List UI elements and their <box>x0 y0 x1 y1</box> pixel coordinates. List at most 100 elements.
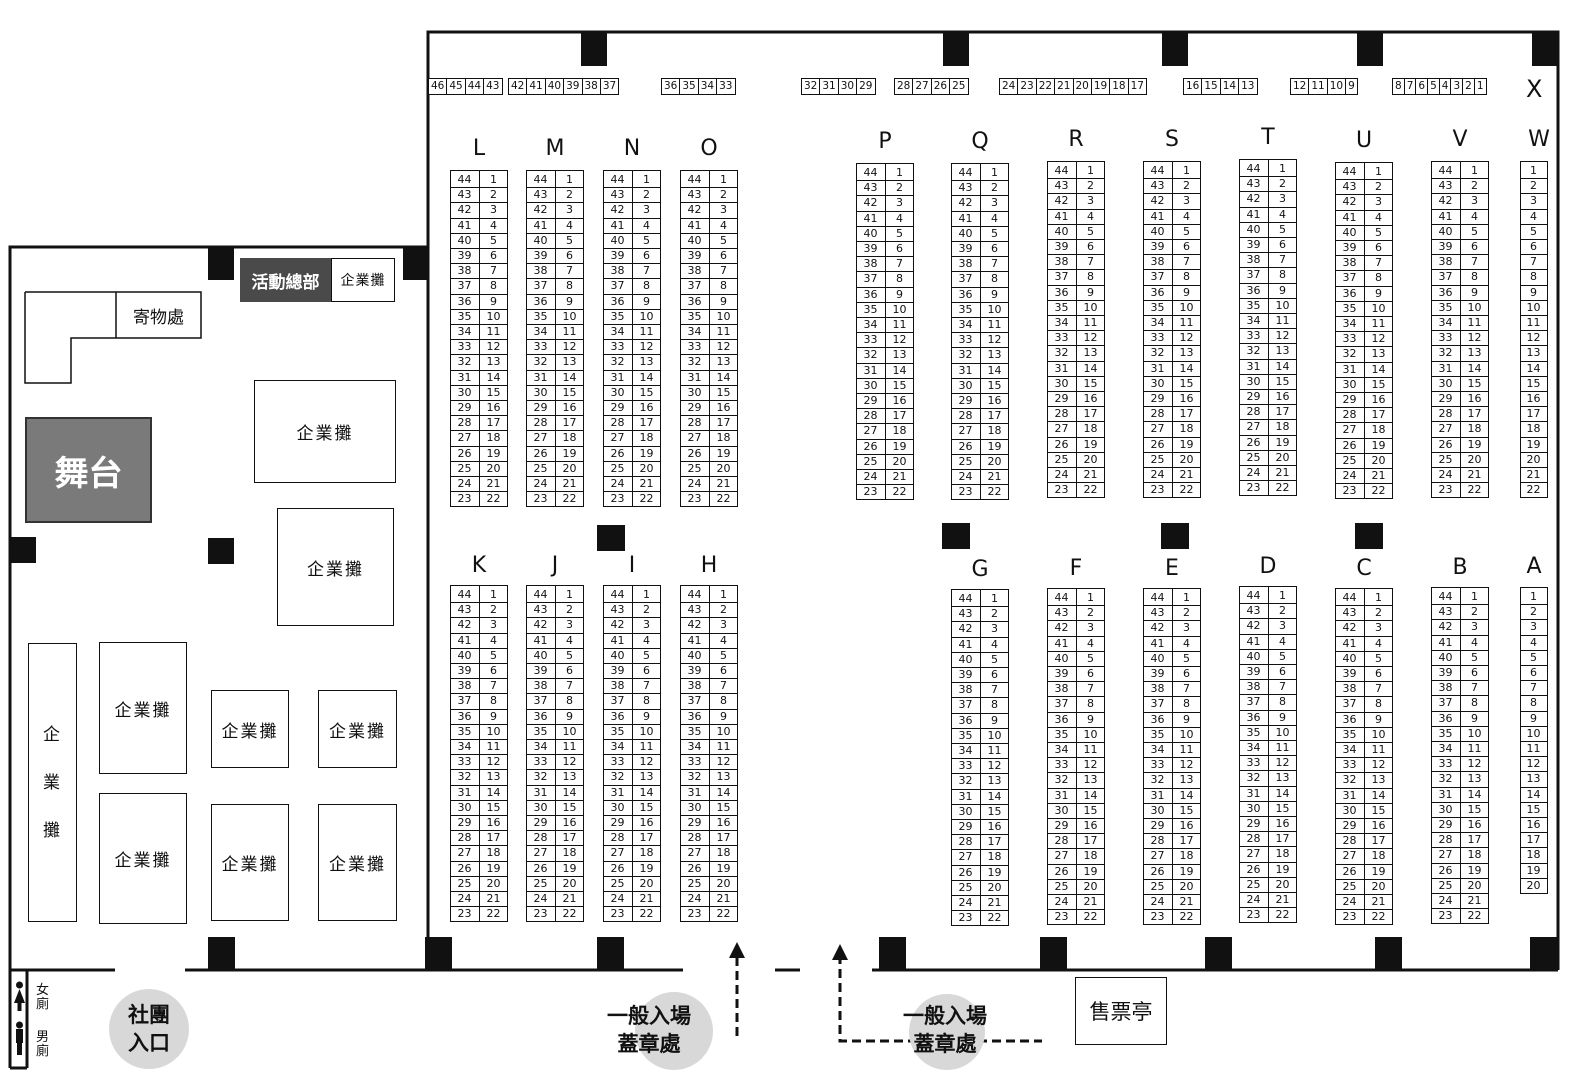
cell-divider <box>1336 848 1392 850</box>
booth-number: 31 <box>958 363 973 377</box>
booth-number: 36 <box>1150 712 1165 726</box>
general-entry-label: 一般入場 蓋章處 <box>594 1002 704 1058</box>
cell-divider <box>952 727 1008 729</box>
booth-number: 2 <box>1471 605 1478 619</box>
cell-divider <box>451 248 507 249</box>
ticket-booth: 售票亭 <box>1075 977 1167 1045</box>
booth-number: 44 <box>958 592 973 605</box>
booth-number: 32 <box>610 770 625 784</box>
booth-number: 6 <box>490 249 497 262</box>
booth-number: 17 <box>639 831 654 845</box>
booth-number: 21 <box>716 892 731 905</box>
toilet-char: 女 <box>36 983 50 998</box>
booth-number: 15 <box>562 385 577 399</box>
cell-divider <box>451 263 507 265</box>
cell-divider <box>527 875 583 877</box>
booth-number: 42 <box>457 203 472 217</box>
cell-divider <box>604 430 660 432</box>
booth-number: 23 <box>1150 910 1165 924</box>
booth-number: 22 <box>486 907 501 921</box>
cell-divider <box>952 332 1008 334</box>
booth-number: 14 <box>486 785 501 799</box>
booth-number: 34 <box>1150 316 1165 329</box>
cell-divider <box>952 682 1008 684</box>
booth-number: 18 <box>987 424 1002 438</box>
cell-divider <box>1336 878 1392 880</box>
row-letter: G <box>971 557 989 582</box>
booth-number: 11 <box>987 744 1002 757</box>
column-divider <box>1268 160 1269 496</box>
booth-number: 27 <box>457 431 472 445</box>
pillar <box>943 32 969 66</box>
cell-divider <box>527 617 583 619</box>
booth-number: 21 <box>1526 468 1541 481</box>
cell-divider <box>1336 361 1392 363</box>
booth-number: 30 <box>610 800 625 814</box>
booth-number: 1 <box>720 173 727 186</box>
booth-number: 34 <box>958 744 973 757</box>
booth-number: 26 <box>1150 864 1165 878</box>
booth-number: 42 <box>958 622 973 636</box>
booth-number: 13 <box>1526 772 1541 786</box>
booth-number: 29 <box>1246 390 1261 403</box>
booth-number: 8 <box>566 694 573 708</box>
booth-number: 27 <box>610 431 625 445</box>
cell-divider <box>681 217 737 219</box>
cell-divider <box>1336 605 1392 607</box>
booth-number: 14 <box>1467 787 1482 801</box>
cell-divider <box>1432 360 1488 362</box>
booth-number: 11 <box>1275 314 1290 327</box>
cell-divider <box>604 324 660 325</box>
cell-divider <box>1144 406 1200 408</box>
cell-divider <box>1048 345 1104 347</box>
row-letter: M <box>545 136 565 161</box>
booth-number: 42 <box>1054 194 1069 208</box>
booth-number: 34 <box>1054 316 1069 329</box>
booth-number: 41 <box>863 211 878 225</box>
booth-number: 25 <box>1150 879 1165 893</box>
cell-divider <box>1521 619 1547 621</box>
cell-divider <box>952 606 1008 608</box>
cell-divider <box>604 445 660 447</box>
cell-divider <box>681 815 737 816</box>
cell-divider <box>1336 711 1392 713</box>
cell-divider <box>1521 436 1547 438</box>
top-booth-number: 14 <box>1221 79 1240 94</box>
cell-divider <box>1048 223 1104 225</box>
booth-number: 38 <box>1438 681 1453 695</box>
booth-number: 15 <box>1179 803 1194 817</box>
booth-number: 11 <box>1083 743 1098 756</box>
booth-number: 8 <box>643 694 650 708</box>
booth-number: 3 <box>1183 194 1190 208</box>
cell-divider <box>1336 376 1392 378</box>
cell-divider <box>952 438 1008 440</box>
booth-number: 12 <box>1083 331 1098 345</box>
booth-number: 32 <box>958 774 973 788</box>
cell-divider <box>604 754 660 756</box>
booth-number: 10 <box>562 309 577 323</box>
booth-number: 24 <box>958 896 973 909</box>
booth-number: 17 <box>639 416 654 430</box>
cell-divider <box>451 723 507 725</box>
booth-number: 18 <box>1275 847 1290 861</box>
booth-number: 26 <box>1342 864 1357 878</box>
cell-divider <box>681 891 737 892</box>
cell-divider <box>1240 343 1296 345</box>
booth-number: 20 <box>1083 879 1098 893</box>
cell-divider <box>1048 482 1104 484</box>
booth-number: 3 <box>566 203 573 217</box>
cell-divider <box>1144 451 1200 453</box>
booth-number: 10 <box>562 724 577 738</box>
booth-number: 3 <box>1471 620 1478 634</box>
booth-number: 26 <box>958 865 973 879</box>
booth-number: 31 <box>1054 788 1069 802</box>
booth-number: 40 <box>610 233 625 247</box>
booth-number: 29 <box>958 394 973 407</box>
booth-number: 43 <box>533 188 548 202</box>
cell-divider <box>1240 389 1296 390</box>
booth-number: 28 <box>1342 408 1357 422</box>
booth-number: 7 <box>896 257 903 271</box>
booth-number: 21 <box>562 477 577 490</box>
booth-number: 4 <box>896 211 903 225</box>
